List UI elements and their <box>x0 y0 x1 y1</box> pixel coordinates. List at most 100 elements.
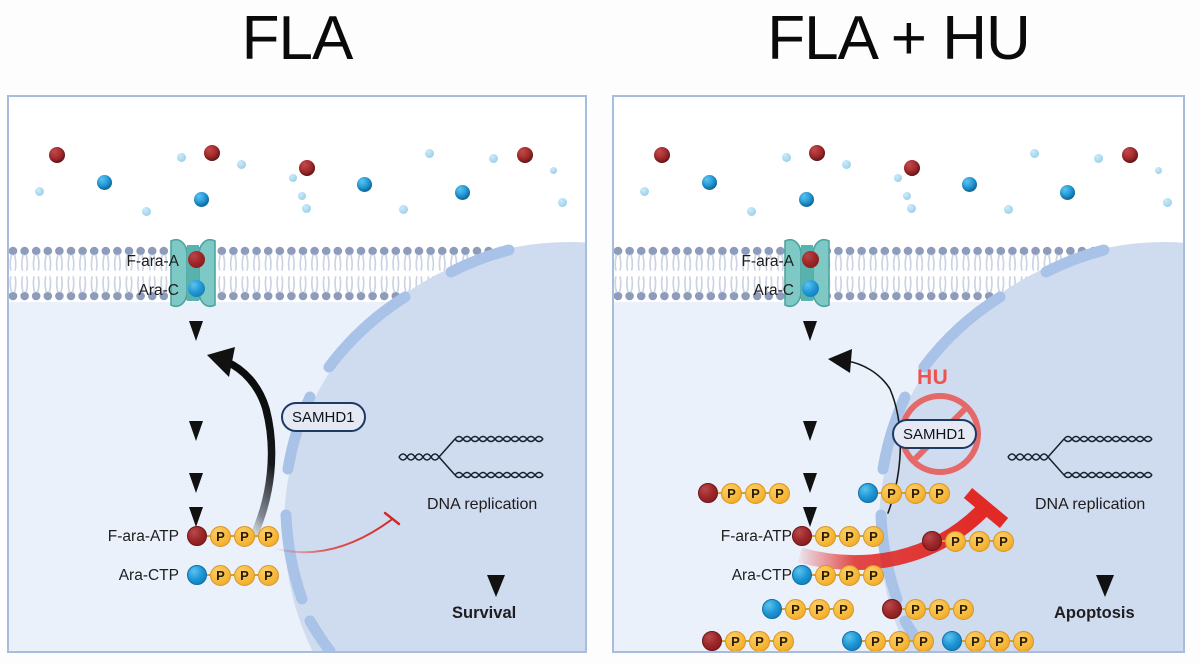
chain-link <box>811 574 816 576</box>
extracellular-space-right <box>614 97 1183 245</box>
phosphate-icon: P <box>881 482 902 504</box>
phosphate-icon: P <box>969 530 990 552</box>
node-ara-c-right <box>802 280 819 297</box>
molecule-red-left-0 <box>49 147 65 163</box>
label-f-ara-a-left: F-ara-A <box>126 253 179 270</box>
panel-fla-hu: F-ara-A Ara-C F-ara-ATP Ara-CTP HU SAMHD… <box>612 95 1185 653</box>
phosphate-icon: P <box>1013 630 1034 651</box>
molecule-red-right-0 <box>654 147 670 163</box>
label-f-ara-atp-left: F-ara-ATP <box>107 528 179 545</box>
phosphate-icon: P <box>258 564 279 586</box>
molecule-pale-right-15 <box>1004 205 1013 214</box>
phosphate-icon: P <box>815 525 836 547</box>
phosphate-icon: P <box>749 630 770 651</box>
molecule-blue-right-6 <box>962 177 977 192</box>
phosphate-icon: P <box>210 564 231 586</box>
molecule-pale-left-19 <box>558 198 567 207</box>
chain-base-blue <box>858 483 878 503</box>
phosphate-icon: P <box>905 482 926 504</box>
chain-base-blue <box>942 631 962 651</box>
chain-link <box>861 640 866 642</box>
molecule-pale-left-14 <box>142 207 151 216</box>
chain-base-red <box>922 531 942 551</box>
molecule-pale-right-14 <box>747 207 756 216</box>
chain-base-red <box>187 526 207 546</box>
chain-link <box>859 574 864 576</box>
label-dna-replication-right: DNA replication <box>1035 496 1146 513</box>
label-f-ara-a-right: F-ara-A <box>741 253 794 270</box>
molecule-blue-left-4 <box>97 175 112 190</box>
molecule-pale-left-15 <box>399 205 408 214</box>
chain-link <box>769 640 774 642</box>
chain-link <box>781 608 786 610</box>
molecule-pale-right-17 <box>1094 154 1103 163</box>
phosphate-icon: P <box>839 564 860 586</box>
phosphate-icon: P <box>785 598 806 620</box>
chain-base-blue <box>842 631 862 651</box>
phosphate-icon: P <box>833 598 854 620</box>
chain-link <box>805 608 810 610</box>
chain-link <box>765 492 770 494</box>
panel-fla: F-ara-A Ara-C F-ara-ATP Ara-CTP P P P P … <box>7 95 587 653</box>
panel-title-fla: FLA <box>241 4 354 73</box>
label-hu-inhibitor: HU <box>917 366 949 389</box>
phosphate-icon: P <box>839 525 860 547</box>
label-ara-c-right: Ara-C <box>753 282 794 299</box>
chain-link <box>745 640 750 642</box>
molecule-blue-right-4 <box>702 175 717 190</box>
extracellular-space-left <box>9 97 585 245</box>
label-ara-c-left: Ara-C <box>138 282 179 299</box>
molecule-red-right-2 <box>904 160 920 176</box>
chain-link <box>717 492 722 494</box>
molecule-blue-left-7 <box>455 185 470 200</box>
chain-base-red <box>882 599 902 619</box>
molecule-pale-right-8 <box>640 187 649 196</box>
molecule-pale-right-16 <box>1030 149 1039 158</box>
molecule-pale-left-10 <box>237 160 246 169</box>
chain-link <box>721 640 726 642</box>
label-outcome-apoptosis: Apoptosis <box>1054 604 1135 622</box>
node-f-ara-a-right <box>802 251 819 268</box>
molecule-pale-left-11 <box>289 174 297 182</box>
label-outcome-survival: Survival <box>452 604 517 622</box>
phosphate-icon: P <box>989 630 1010 651</box>
phosphate-icon: P <box>773 630 794 651</box>
chain-link <box>206 574 211 576</box>
phosphate-icon: P <box>210 525 231 547</box>
samhd1-enzyme-label-left[interactable]: SAMHD1 <box>281 402 366 432</box>
chain-base-blue <box>762 599 782 619</box>
molecule-pale-left-13 <box>302 204 311 213</box>
molecule-pale-left-8 <box>35 187 44 196</box>
chain-f-ara-atp-left: P P P <box>187 525 279 547</box>
phosphate-icon: P <box>769 482 790 504</box>
chain-link <box>206 535 211 537</box>
chain-base-red <box>702 631 722 651</box>
samhd1-enzyme-label-right[interactable]: SAMHD1 <box>892 419 977 449</box>
phosphate-icon: P <box>725 630 746 651</box>
molecule-blue-left-5 <box>194 192 209 207</box>
chain-base-red <box>792 526 812 546</box>
phosphate-icon: P <box>815 564 836 586</box>
node-f-ara-a-left <box>188 251 205 268</box>
panel-title-fla-hu: FLA + HU <box>767 4 1031 73</box>
molecule-pale-right-10 <box>842 160 851 169</box>
molecule-pale-right-11 <box>894 174 902 182</box>
cytosol-left <box>9 302 585 651</box>
molecule-pale-left-9 <box>177 153 186 162</box>
molecule-blue-left-6 <box>357 177 372 192</box>
phosphate-icon: P <box>953 598 974 620</box>
phosphate-icon: P <box>945 530 966 552</box>
phosphate-icon: P <box>993 530 1014 552</box>
label-ara-ctp-right: Ara-CTP <box>731 567 792 584</box>
chain-link <box>835 574 840 576</box>
molecule-pale-left-12 <box>298 192 306 200</box>
molecule-pale-left-16 <box>425 149 434 158</box>
